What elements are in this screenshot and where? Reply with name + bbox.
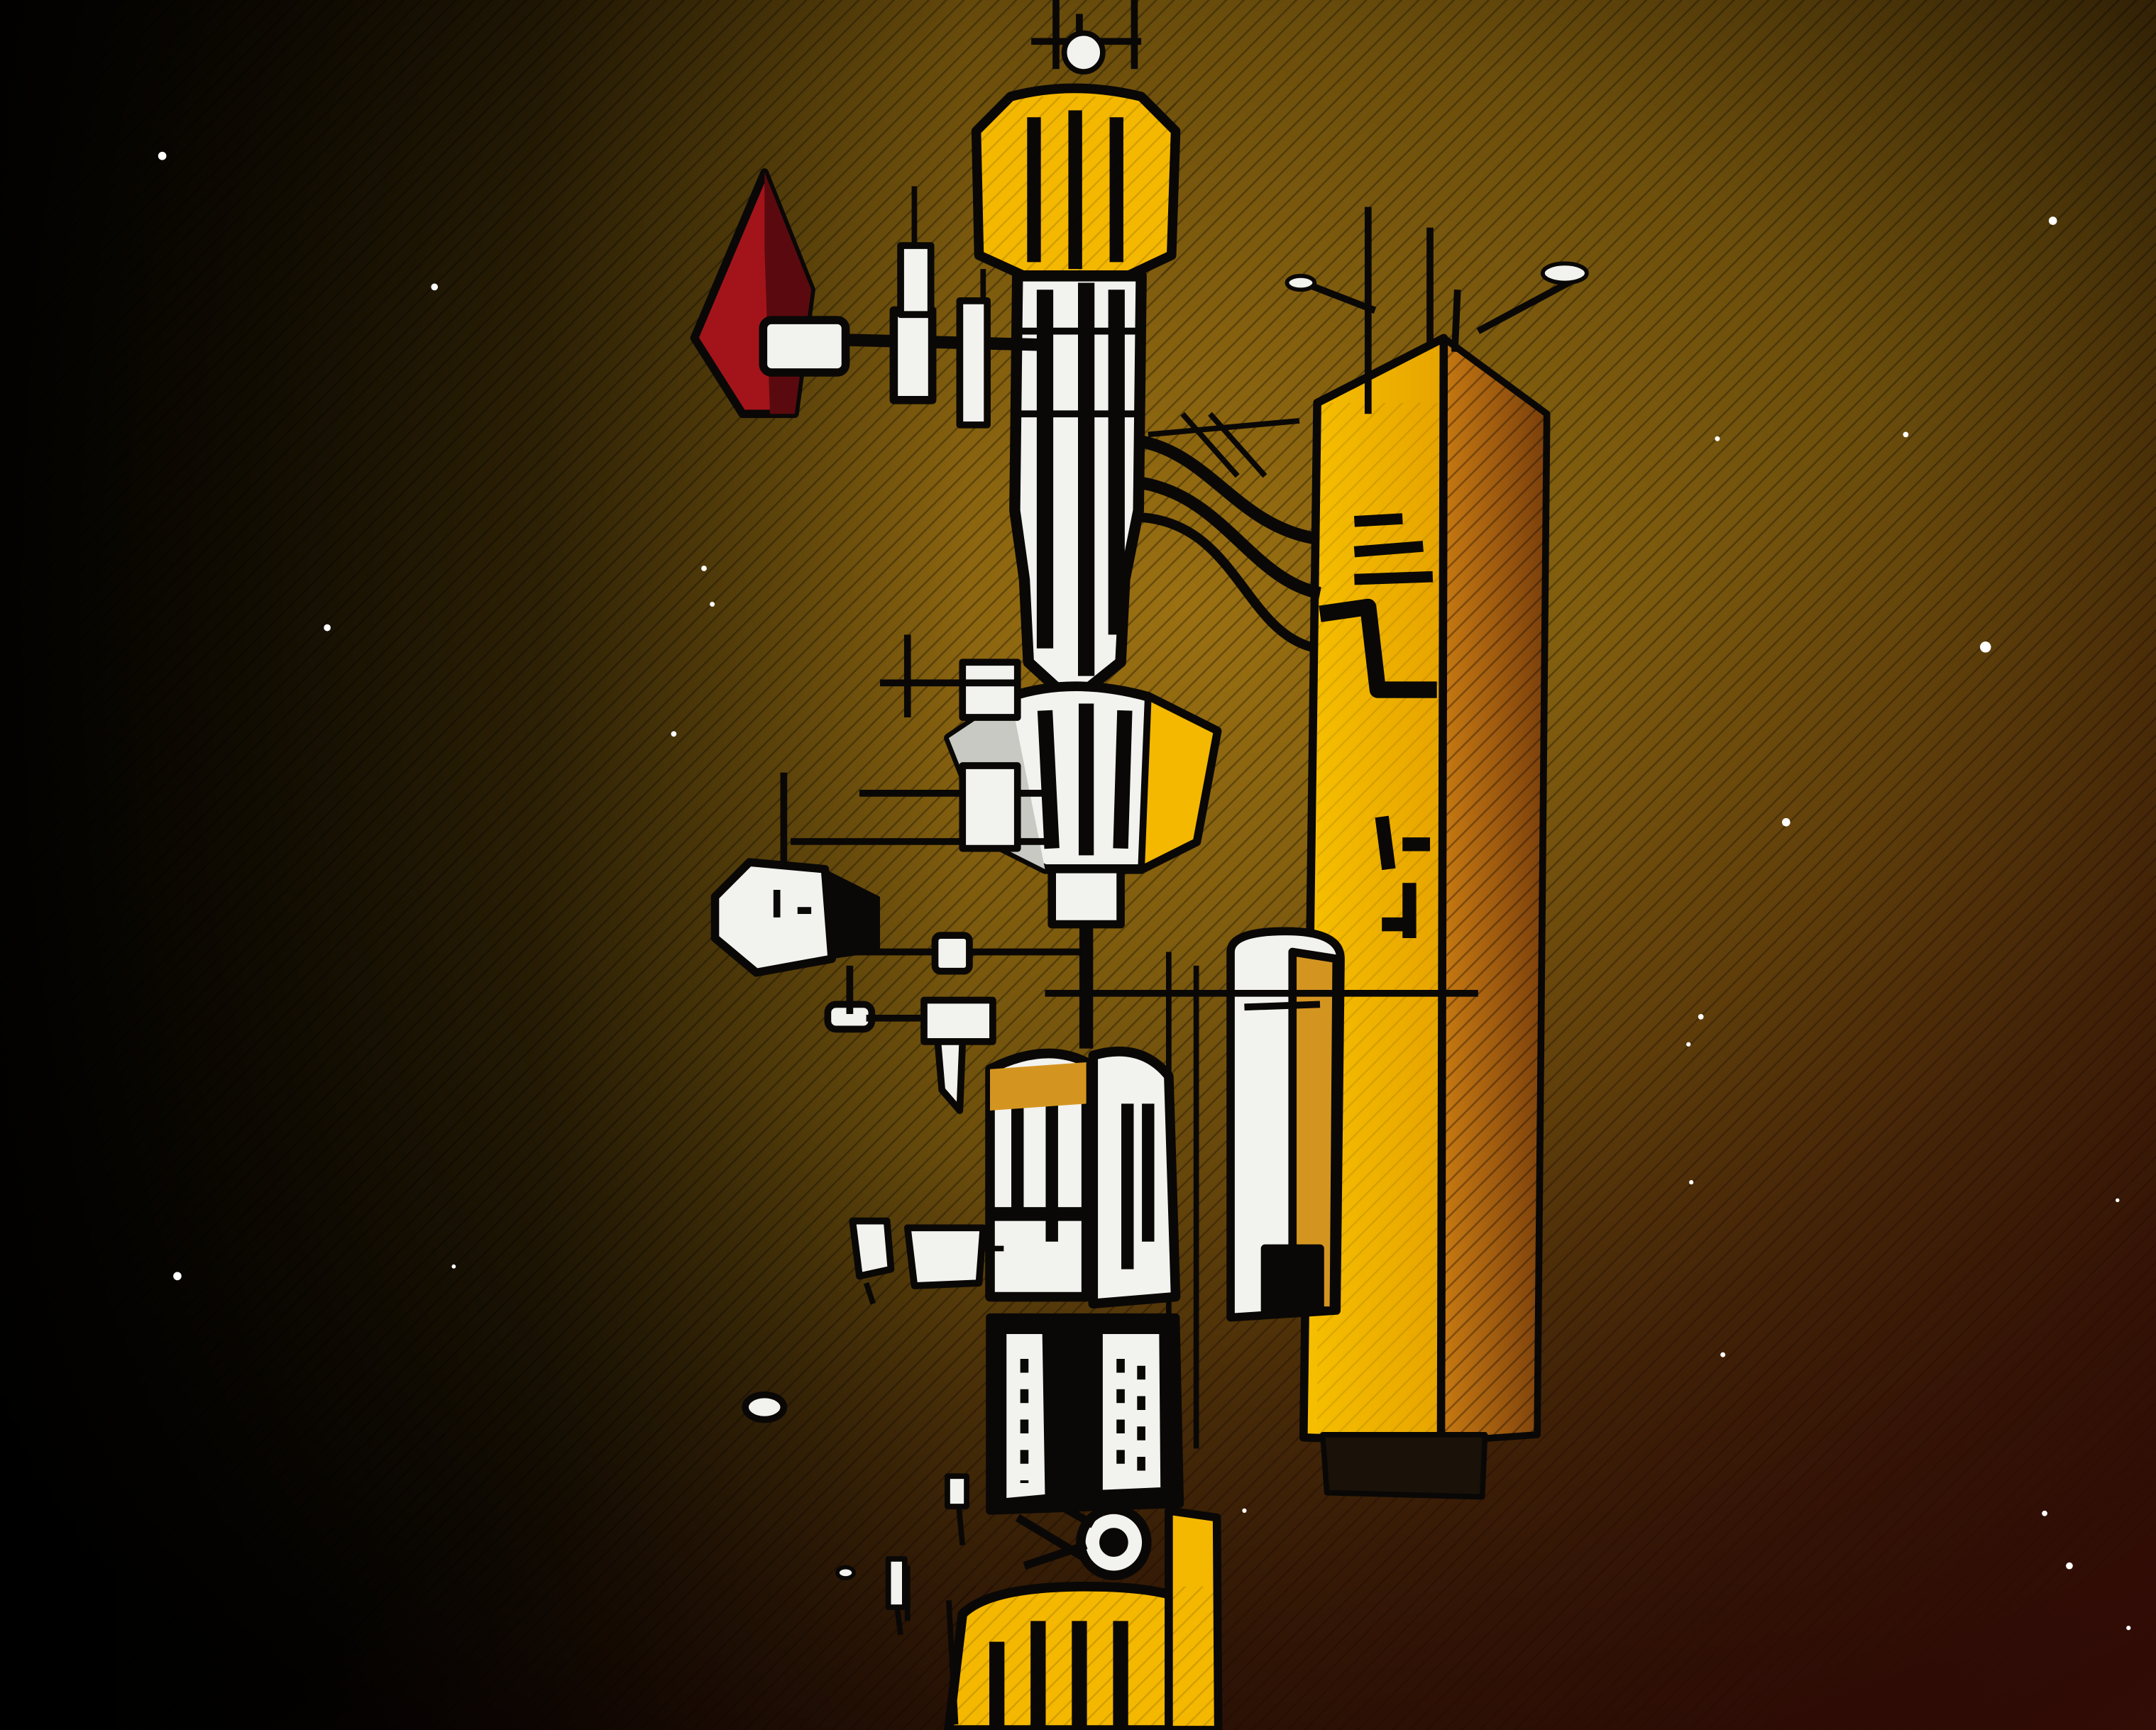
yellow-tower-module — [1140, 206, 1589, 1500]
stars — [158, 151, 2131, 1631]
white-cylinder-module — [1045, 927, 1478, 1449]
central-spine — [944, 0, 1223, 1730]
left-attachments — [690, 168, 1094, 1725]
